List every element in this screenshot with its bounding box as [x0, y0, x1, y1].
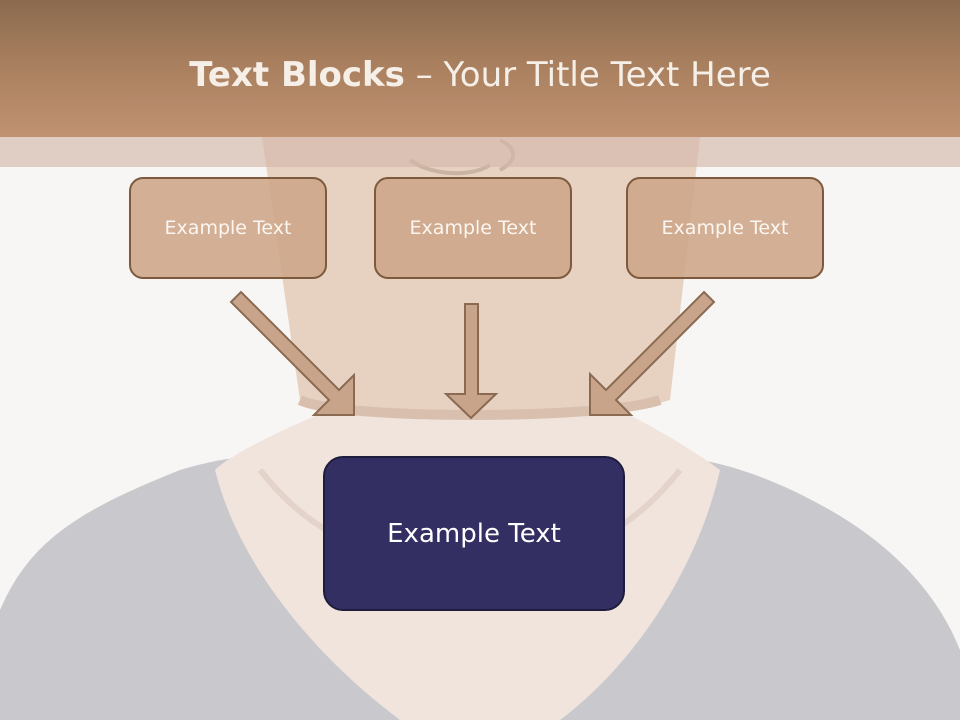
arrow-left: [229, 290, 355, 416]
arrow-center: [443, 303, 499, 420]
title-dash: –: [415, 55, 433, 95]
top-box-left-label: Example Text: [164, 217, 292, 239]
center-box: Example Text: [323, 456, 625, 611]
arrow-right: [589, 290, 716, 416]
top-box-center-label: Example Text: [409, 217, 537, 239]
top-box-right: Example Text: [626, 177, 824, 279]
center-box-label: Example Text: [387, 518, 561, 549]
top-box-center: Example Text: [374, 177, 572, 279]
title-rest: Your Title Text Here: [443, 55, 771, 95]
header-strip: [0, 137, 960, 167]
header-band: [0, 0, 960, 137]
top-box-left: Example Text: [129, 177, 327, 279]
title-bold: Text Blocks: [189, 55, 405, 95]
top-box-right-label: Example Text: [661, 217, 789, 239]
slide-title: Text Blocks – Your Title Text Here: [0, 52, 960, 98]
